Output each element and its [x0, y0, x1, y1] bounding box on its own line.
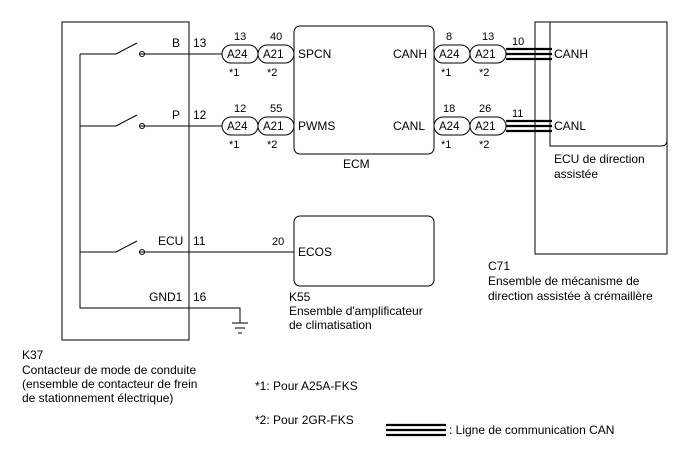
ecm-name: ECM: [343, 157, 370, 171]
switch-pin-ecu-number: 11: [193, 234, 206, 248]
switch-pin-b-label: B: [172, 36, 180, 50]
connector-note: *1: [229, 139, 239, 151]
switch-p-contact: [139, 123, 145, 129]
switch-b-blade: [115, 42, 138, 55]
switch-unit-name-line: Contacteur de mode de conduite: [22, 363, 196, 377]
connector-label: A24: [227, 121, 248, 133]
switch-pin-b-number: 13: [193, 36, 207, 50]
can-legend-symbol: [386, 423, 446, 437]
connector-pin-number: 55: [270, 103, 282, 115]
can-low-line: [506, 119, 552, 133]
steering-ecu-name-line: ECU de direction: [554, 152, 645, 166]
connector-label: A21: [263, 49, 283, 61]
connector-note: *2: [267, 67, 277, 79]
amplifier-name-line: de climatisation: [289, 318, 372, 332]
connector-note: *2: [479, 139, 489, 151]
connector-note: *2: [267, 139, 277, 151]
switch-common-wire: [79, 54, 241, 323]
connector-note: *2: [479, 67, 489, 79]
switch-unit-name-line: (ensemble de contacteur de frein: [22, 377, 197, 391]
steering-outer-box: [534, 21, 668, 255]
connector-label: A21: [475, 121, 495, 133]
ecm-terminal-canh: CANH: [393, 47, 427, 61]
connector-label: A24: [227, 49, 248, 61]
ecm-terminal-canl: CANL: [393, 119, 425, 133]
steering-ecu-name-line: assistée: [554, 167, 598, 181]
connector-label: A24: [439, 49, 460, 61]
ground-symbol: [232, 322, 248, 334]
switch-pin-gnd-number: 16: [193, 290, 207, 304]
amplifier-name-line: Ensemble d'amplificateur: [289, 304, 423, 318]
connector-a21-spcn: [257, 44, 295, 64]
switch-ecu-blade: [115, 240, 138, 253]
connector-note: *1: [229, 67, 239, 79]
connector-note: *1: [441, 139, 451, 151]
footnote-2: *2: Pour 2GR-FKS: [255, 413, 354, 427]
connector-pin-number: 18: [443, 103, 455, 115]
ecm-terminal-pwms: PWMS: [298, 119, 335, 133]
ecm-terminal-spcn: SPCN: [298, 47, 331, 61]
connector-pin-number: 12: [234, 103, 246, 115]
steering-id: C71: [488, 259, 510, 273]
connector-label: A24: [439, 121, 460, 133]
switch-pin-p-label: P: [172, 108, 180, 122]
steering-ecu-box: [549, 22, 668, 147]
switch-pin-ecu-label: ECU: [158, 234, 183, 248]
switch-unit-name-line: de stationnement électrique): [22, 391, 173, 405]
steering-terminal-canl: CANL: [554, 119, 586, 133]
switch-unit-id: K37: [22, 348, 44, 362]
ecm-box: [293, 25, 435, 155]
connector-pin-number: 40: [270, 31, 282, 43]
footnote-1: *1: Pour A25A-FKS: [255, 379, 358, 393]
connector-note: *1: [441, 67, 451, 79]
connector-pin-number: 26: [479, 103, 491, 115]
switch-b-contact: [139, 51, 145, 57]
connector-pin-number: 13: [482, 31, 494, 43]
steering-name-line: Ensemble de mécanisme de: [488, 274, 640, 288]
steering-terminal-canh: CANH: [554, 47, 588, 61]
switch-pin-gnd-label: GND1: [149, 290, 183, 304]
connector-pin-number: 8: [446, 31, 452, 43]
switch-unit-box: [61, 21, 190, 341]
connector-a21-pwms: [257, 116, 295, 136]
switch-pin-p-number: 12: [193, 108, 207, 122]
amplifier-box: [293, 215, 435, 287]
steering-name-line: direction assistée à crémaillère: [488, 289, 653, 303]
legend-label: : Ligne de communication CAN: [449, 423, 614, 437]
steering-canh-pin: 10: [512, 36, 524, 48]
connector-label: A21: [475, 49, 495, 61]
switch-p-blade: [115, 114, 138, 127]
connector-label: A21: [263, 121, 283, 133]
amplifier-terminal-ecos: ECOS: [298, 245, 332, 259]
switch-ecu-contact: [139, 249, 145, 255]
amplifier-pin: 20: [272, 236, 284, 248]
amplifier-id: K55: [289, 290, 311, 304]
can-high-line: [506, 47, 552, 61]
connector-pin-number: 13: [234, 31, 246, 43]
steering-canl-pin: 11: [512, 108, 523, 120]
